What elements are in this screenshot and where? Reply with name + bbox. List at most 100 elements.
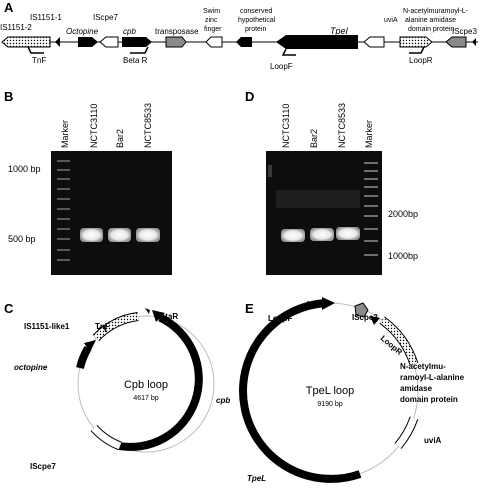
gel-d-band-bar2	[310, 228, 334, 241]
map-c-label-iscpe7: IScpe7	[30, 462, 56, 471]
map-c-cpb-arrowhead	[152, 310, 165, 322]
label-loopf: LoopF	[270, 62, 293, 71]
gel-b-band-nctc3110	[80, 228, 103, 242]
gel-d-ladder	[364, 162, 378, 256]
gel-b-image	[51, 151, 172, 275]
panel-label-a: A	[4, 0, 14, 15]
gel-b-size-1000: 1000 bp	[8, 164, 41, 174]
panel-c: C IS1151-like1 TnF BetaR octopine cpb IS…	[4, 301, 230, 471]
gel-d-lane-marker: Marker	[364, 120, 374, 148]
map-e-label-uvia: uviA	[424, 436, 442, 445]
label-swim-3: finger	[204, 26, 222, 33]
gel-d-lane-nctc8533: NCTC8533	[337, 103, 347, 148]
map-e-label-amidase-4: domain protein	[400, 395, 458, 404]
map-e-primer-loopr	[370, 316, 380, 325]
label-amidase-3: domain protein	[408, 26, 454, 33]
panel-e: E LoopF IScpe3 LoopR N-acetylmu- ramoyl-…	[239, 297, 465, 483]
map-e-name: TpeL loop	[306, 385, 355, 397]
map-e-label-amidase-3: amidase	[400, 384, 433, 393]
gel-b-size-500: 500 bp	[8, 234, 36, 244]
primer-tnf	[27, 46, 44, 54]
primer-beta-r	[130, 46, 149, 54]
gene-is1151-2	[1, 36, 51, 48]
label-iscpe7: IScpe7	[93, 13, 118, 22]
panel-label-d: D	[245, 89, 254, 104]
gene-octopine	[78, 37, 98, 47]
map-c-label-is1151: IS1151-like1	[24, 322, 70, 331]
map-c-gene-is1151	[93, 313, 139, 341]
panel-a: A IS1151-2 IS1151-1 Octopine IScpe7 cpb …	[0, 0, 478, 71]
map-c-name: Cpb loop	[124, 379, 168, 391]
label-iscpe3: IScpe3	[452, 27, 477, 36]
gel-d-smear	[276, 190, 360, 208]
map-c-label-betar: BetaR	[155, 312, 178, 321]
map-e-gene-uvia	[395, 416, 418, 449]
map-c-label-is1151-text: IS1151-like1	[24, 322, 70, 331]
gel-d-lane-nctc3110: NCTC3110	[281, 104, 291, 148]
gel-d-image	[266, 151, 382, 275]
label-swim-1: Swim	[203, 8, 220, 15]
label-is1151-1: IS1151-1	[30, 13, 62, 22]
gel-b-ladder	[57, 160, 70, 261]
gel-d-lane-bar2: Bar2	[309, 129, 319, 148]
gel-b-band-nctc8533	[136, 228, 160, 242]
panel-label-b: B	[4, 89, 13, 104]
gel-b-lane-marker: Marker	[60, 120, 70, 148]
map-e-gene-amidase	[379, 317, 418, 366]
gel-d-band-nctc3110	[281, 229, 305, 242]
label-beta-r: Beta R	[123, 56, 148, 65]
gene-is1151-1	[55, 37, 60, 47]
label-loopr: LoopR	[409, 56, 433, 65]
panel-d: D NCTC3110 Bar2 NCTC8533 Marker 2000bp 1…	[245, 89, 418, 275]
gene-iscpe7	[99, 36, 119, 48]
label-tnf: TnF	[32, 56, 46, 65]
map-e-tpel-arrowhead	[322, 297, 335, 310]
label-cpb: cpb	[123, 27, 136, 36]
gene-cpb	[122, 37, 152, 47]
map-c-label-tnf: TnF	[95, 322, 110, 331]
gel-d-size-1000: 1000bp	[388, 251, 418, 261]
label-conserved-3: protein	[245, 26, 267, 33]
gel-b-lane-bar2: Bar2	[115, 129, 125, 148]
label-uvia: uviA	[384, 17, 398, 24]
gene-conserved	[236, 37, 252, 47]
label-tpel: TpeI	[330, 26, 349, 36]
primer-loopr	[409, 46, 425, 54]
map-e-label-tpel: TpeL	[247, 474, 266, 483]
map-e-label-iscpe3: IScpe3	[352, 313, 378, 322]
map-c-label-cpb: cpb	[216, 396, 230, 405]
label-conserved-2: hypothetical	[238, 17, 276, 24]
gene-amidase	[399, 36, 433, 48]
panel-b: B Marker NCTC3110 Bar2 NCTC8533 1000 bp …	[4, 89, 172, 275]
gene-transposase	[165, 36, 187, 48]
map-e-size: 9190 bp	[317, 401, 342, 408]
map-e-label-loopf: LoopF	[268, 314, 293, 323]
label-is1151-2: IS1151-2	[0, 23, 32, 32]
map-c-primer-betar	[145, 308, 150, 314]
map-e-label-amidase-1: N-acetylmu-	[400, 362, 446, 371]
label-octopine: Octopine	[66, 27, 99, 36]
gel-b-lane-nctc3110: NCTC3110	[89, 104, 99, 148]
map-c-gene-octopine	[76, 345, 92, 370]
map-c-primer-tnf	[97, 324, 107, 333]
panel-label-e: E	[245, 301, 254, 316]
gel-d-size-2000: 2000bp	[388, 209, 418, 219]
gene-uvia	[363, 36, 385, 48]
label-amidase-2: alanine amidase	[405, 17, 456, 24]
map-c-label-octopine: octopine	[14, 363, 48, 372]
gel-b-lane-nctc8533: NCTC8533	[143, 103, 153, 148]
gel-b-band-bar2	[108, 228, 131, 242]
gel-d-band-nctc8533	[336, 227, 360, 240]
gel-d-edge-smear	[268, 165, 272, 177]
gene-swim	[205, 36, 223, 48]
label-swim-2: zinc	[205, 17, 218, 24]
gene-end-marker	[472, 38, 476, 46]
map-e-label-amidase-2: ramoyl-L-alanine	[400, 373, 465, 382]
map-c-size: 4617 bp	[133, 395, 158, 402]
label-conserved-1: conserved	[240, 8, 272, 15]
label-transposase: transposase	[155, 27, 199, 36]
map-c-gene-iscpe7	[91, 425, 122, 450]
panel-label-c: C	[4, 301, 14, 316]
primer-loopf	[281, 48, 296, 56]
